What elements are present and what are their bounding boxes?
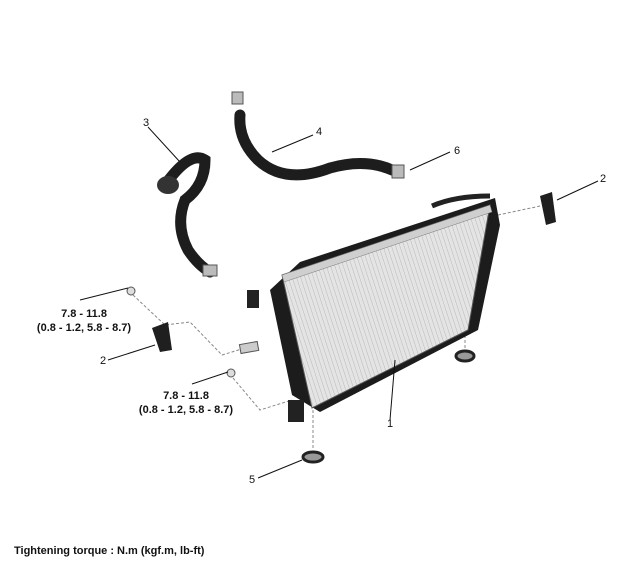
callout-2-right: 2: [600, 173, 607, 185]
mount-insulator-lower: [301, 450, 325, 464]
callout-5: 5: [249, 474, 256, 486]
mount-insulator-right: [454, 349, 476, 363]
torque-value: 7.8 - 11.8: [61, 308, 107, 320]
callout-4: 4: [316, 126, 323, 138]
callout-6: 6: [454, 145, 461, 157]
tightening-torque-note: Tightening torque : N.m (kgf.m, lb-ft): [14, 545, 205, 557]
bolt-upper: [126, 286, 136, 296]
bolt-lower: [226, 368, 236, 378]
torque-units: (0.8 - 1.2, 5.8 - 8.7): [36, 322, 132, 334]
leader-lines: [79, 126, 599, 479]
lower-hose: [231, 91, 405, 181]
callout-2-left: 2: [100, 355, 107, 367]
upper-hose: [157, 152, 218, 278]
torque-units: (0.8 - 1.2, 5.8 - 8.7): [138, 404, 234, 416]
torque-spec-lower: 7.8 - 11.8 (0.8 - 1.2, 5.8 - 8.7): [116, 389, 256, 417]
bracket-right: [540, 192, 556, 225]
torque-spec-upper: 7.8 - 11.8 (0.8 - 1.2, 5.8 - 8.7): [14, 307, 154, 335]
torque-value: 7.8 - 11.8: [163, 390, 209, 402]
radiator: [238, 193, 500, 422]
callout-1: 1: [387, 418, 394, 430]
callout-3: 3: [143, 117, 150, 129]
bracket-left: [152, 322, 172, 352]
